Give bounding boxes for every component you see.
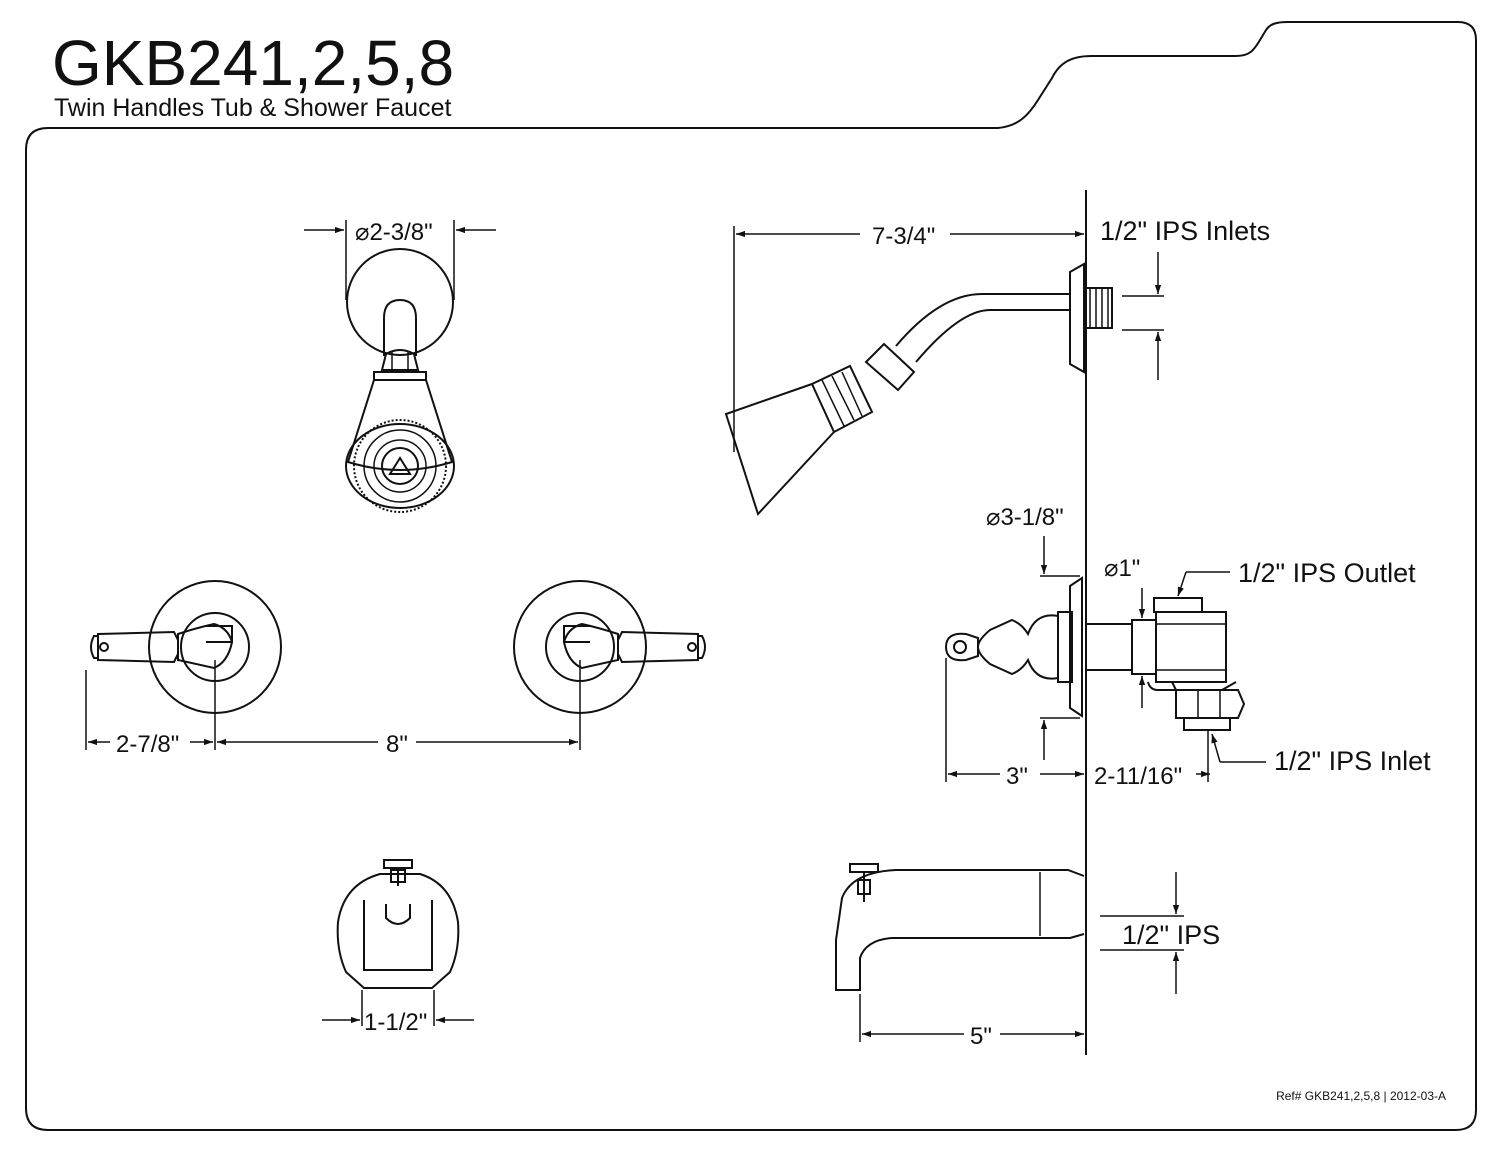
dim-valve-depth: 2-11/16" bbox=[1094, 763, 1182, 790]
label-spout-connection: 1/2" IPS bbox=[1122, 920, 1220, 950]
valve-side-view bbox=[944, 576, 1246, 731]
right-handle-front bbox=[513, 580, 706, 714]
reference-note: Ref# GKB241,2,5,8 | 2012-03-A bbox=[1276, 1089, 1446, 1103]
spout-front-view bbox=[336, 859, 460, 989]
dim-spout-width: 1-1/2" bbox=[364, 1009, 427, 1036]
dim-arm-reach: 7-3/4" bbox=[872, 223, 935, 250]
subtitle: Twin Handles Tub & Shower Faucet bbox=[54, 94, 451, 122]
dim-handle-spacing: 8" bbox=[386, 731, 408, 758]
label-valve-outlet: 1/2" IPS Outlet bbox=[1238, 558, 1416, 588]
label-valve-inlet: 1/2" IPS Inlet bbox=[1274, 746, 1431, 776]
model-title: GKB241,2,5,8 bbox=[52, 27, 454, 99]
showerhead-front-view bbox=[345, 248, 455, 513]
dim-stem-diameter: ⌀1" bbox=[1104, 555, 1140, 582]
drawing-border bbox=[25, 21, 1477, 1131]
dim-handle-offset: 2-7/8" bbox=[116, 731, 179, 758]
spout-side-view bbox=[835, 863, 1085, 991]
shower-arm-side-view bbox=[724, 262, 1113, 516]
dim-escutcheon-diameter: ⌀3-1/8" bbox=[986, 504, 1064, 531]
label-shower-inlets: 1/2" IPS Inlets bbox=[1100, 216, 1270, 246]
dim-handle-projection: 3" bbox=[1006, 763, 1028, 790]
dim-spout-reach: 5" bbox=[970, 1023, 992, 1050]
left-handle-front bbox=[90, 580, 282, 714]
dim-showerhead-diameter: ⌀2-3/8" bbox=[355, 219, 433, 246]
